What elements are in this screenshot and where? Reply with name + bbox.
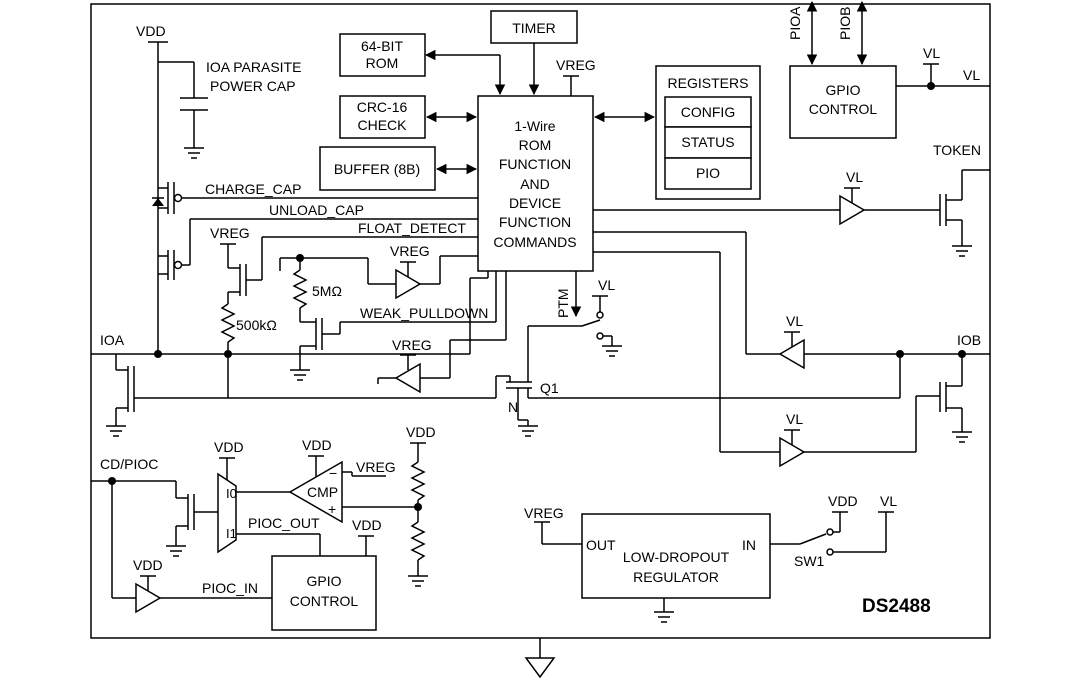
ldo-out-label: OUT bbox=[586, 537, 616, 553]
iob-tx-vl-label: VL bbox=[786, 411, 803, 427]
register-status-label: STATUS bbox=[681, 134, 734, 150]
mux-i0-label: I0 bbox=[226, 486, 237, 501]
mux-i1-label: I1 bbox=[226, 526, 237, 541]
sw1-label: SW1 bbox=[794, 553, 825, 569]
vdd-cmp-label: VDD bbox=[302, 437, 332, 453]
timer-block bbox=[490, 10, 578, 44]
chip-ground-icon bbox=[524, 638, 556, 679]
rom-64bit-block bbox=[339, 33, 426, 77]
cmp-label: CMP bbox=[307, 484, 338, 500]
rom-64bit-label-1: 64-BIT bbox=[361, 38, 403, 54]
ptm-vl-label: VL bbox=[598, 277, 615, 293]
buffer-label: BUFFER (8B) bbox=[334, 161, 420, 177]
gpio-control-bottom-block bbox=[271, 555, 377, 631]
cmp-plus-label: + bbox=[328, 501, 336, 517]
pin-cd-pioc: CD/PIOC bbox=[100, 456, 158, 472]
core-label-4: AND bbox=[520, 176, 550, 192]
charge-cap-label: CHARGE_CAP bbox=[205, 181, 301, 197]
pioc-in-label: PIOC_IN bbox=[202, 580, 258, 596]
core-label-5: DEVICE bbox=[509, 195, 561, 211]
register-config bbox=[664, 96, 752, 128]
vdd-gpio-bottom-label: VDD bbox=[352, 517, 382, 533]
vreg-buffer1-label: VREG bbox=[390, 243, 430, 259]
rom-64bit-label-2: ROM bbox=[366, 55, 399, 71]
buffer-block bbox=[319, 146, 436, 191]
pioc-out-label: PIOC_OUT bbox=[248, 515, 320, 531]
gpio-top-label-2: CONTROL bbox=[809, 101, 878, 117]
vreg-ldo-label: VREG bbox=[524, 505, 564, 521]
vdd-divider-label: VDD bbox=[406, 424, 436, 440]
gpio-top-label-1: GPIO bbox=[825, 82, 860, 98]
pin-pioa: PIOA bbox=[787, 6, 803, 40]
pin-ioa: IOA bbox=[100, 332, 125, 348]
core-label-1: 1-Wire bbox=[514, 118, 555, 134]
pin-vl-out: VL bbox=[963, 67, 980, 83]
vdd-pioc-buffer-label: VDD bbox=[133, 557, 163, 573]
q1-label: Q1 bbox=[540, 380, 559, 396]
gpio-bottom-label-2: CONTROL bbox=[290, 593, 359, 609]
register-pio bbox=[664, 157, 752, 190]
pin-iob: IOB bbox=[957, 332, 981, 348]
device-name: DS2488 bbox=[862, 596, 931, 617]
vl-sw1-label: VL bbox=[880, 493, 897, 509]
vreg-float-label: VREG bbox=[210, 225, 250, 241]
r-500k-label: 500kΩ bbox=[236, 317, 277, 333]
n-label: N bbox=[508, 399, 518, 415]
iob-rx-vl-label: VL bbox=[786, 313, 803, 329]
vdd-ioa-label: VDD bbox=[136, 23, 166, 39]
ldo-label-2: REGULATOR bbox=[633, 569, 719, 585]
core-vreg-label: VREG bbox=[556, 57, 596, 73]
register-pio-label: PIO bbox=[696, 165, 720, 181]
register-config-label: CONFIG bbox=[681, 104, 735, 120]
cmp-minus-label: − bbox=[329, 465, 337, 481]
rom-function-block bbox=[477, 95, 594, 272]
gpio-bottom-label-1: GPIO bbox=[306, 573, 341, 589]
token-buffer-vl-label: VL bbox=[846, 169, 863, 185]
core-label-2: ROM bbox=[519, 137, 552, 153]
pin-token: TOKEN bbox=[933, 142, 981, 158]
crc16-label-2: CHECK bbox=[357, 117, 407, 133]
core-label-3: FUNCTION bbox=[499, 156, 571, 172]
crc16-label-1: CRC-16 bbox=[357, 99, 408, 115]
vdd-sw1-label: VDD bbox=[828, 493, 858, 509]
core-label-6: FUNCTION bbox=[499, 214, 571, 230]
gpio-control-top-block bbox=[789, 65, 897, 139]
gpio-top-vl-label: VL bbox=[923, 45, 940, 61]
ioa-parasite-label-2: POWER CAP bbox=[210, 78, 296, 94]
ptm-label: PTM bbox=[555, 288, 571, 318]
float-detect-label: FLOAT_DETECT bbox=[358, 220, 466, 236]
ldo-label-1: LOW-DROPOUT bbox=[623, 549, 730, 565]
ioa-parasite-label-1: IOA PARASITE bbox=[206, 59, 301, 75]
r-5m-label: 5MΩ bbox=[312, 283, 342, 299]
ldo-regulator-block bbox=[581, 513, 771, 599]
vreg-buffer2-label: VREG bbox=[392, 337, 432, 353]
registers-title: REGISTERS bbox=[668, 75, 749, 91]
vdd-mux-label: VDD bbox=[214, 439, 244, 455]
timer-label: TIMER bbox=[512, 20, 556, 36]
crc16-block bbox=[339, 95, 426, 139]
ldo-in-label: IN bbox=[742, 537, 756, 553]
unload-cap-label: UNLOAD_CAP bbox=[269, 202, 364, 218]
vreg-cmp-label: VREG bbox=[356, 459, 396, 475]
pin-piob: PIOB bbox=[837, 7, 853, 40]
weak-pulldown-label: WEAK_PULLDOWN bbox=[360, 305, 488, 321]
core-label-7: COMMANDS bbox=[493, 234, 576, 250]
